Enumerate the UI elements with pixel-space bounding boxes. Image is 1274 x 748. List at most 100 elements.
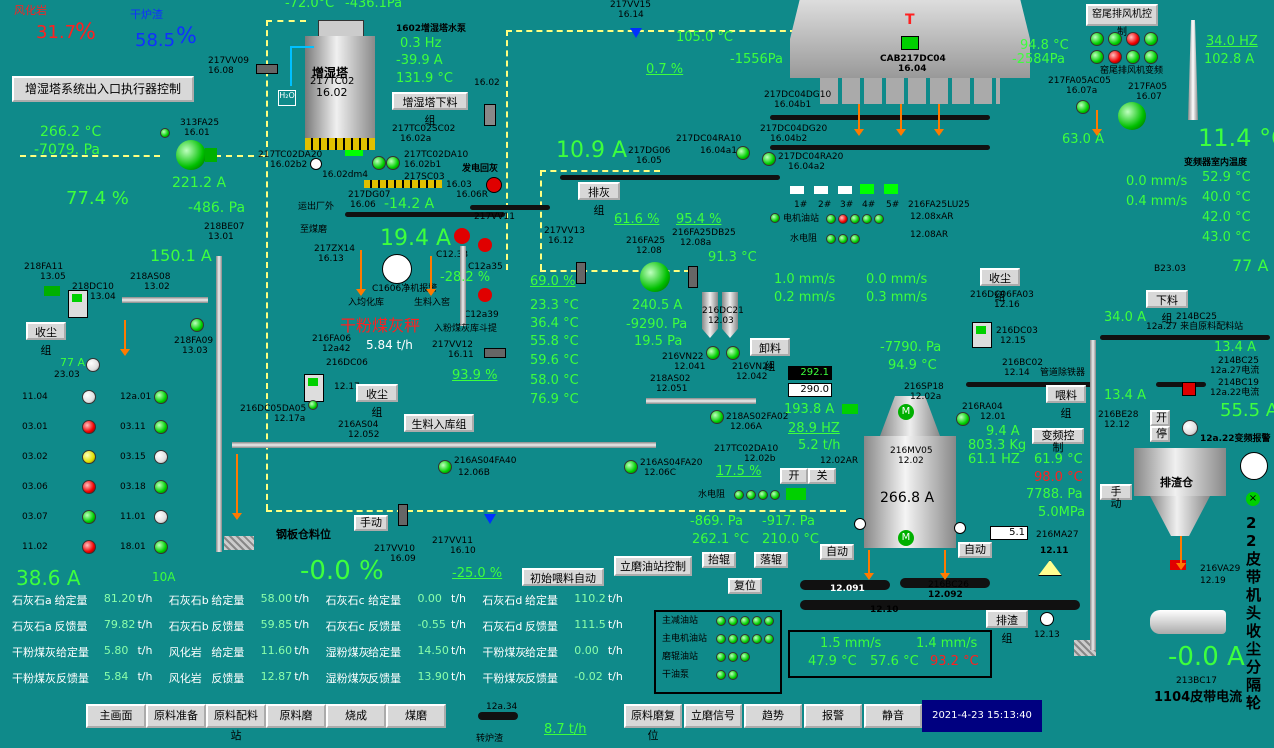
- separator-wheel-icon[interactable]: ×: [1246, 492, 1260, 506]
- nav-burning[interactable]: 烧成: [326, 704, 386, 728]
- mill-main-motor-icon[interactable]: M: [898, 530, 914, 546]
- feed-cell[interactable]: 5.84: [103, 670, 129, 683]
- nav-coal-mill[interactable]: 煤磨: [386, 704, 446, 728]
- be07: 218BE07: [204, 222, 245, 232]
- tc-da10-valve[interactable]: [372, 156, 386, 170]
- damper-icon[interactable]: [484, 104, 496, 126]
- fly-ash-motor-icon[interactable]: [486, 177, 502, 193]
- ac05-valve[interactable]: [1076, 100, 1090, 114]
- nav-alarm[interactable]: 报警: [804, 704, 862, 728]
- mill-auto-left-button[interactable]: 自动: [820, 544, 854, 560]
- c12a39-fan-icon[interactable]: [478, 288, 492, 302]
- down-group-button[interactable]: 下料组: [1146, 290, 1188, 325]
- dc06-fa03-num: 12.16: [994, 300, 1020, 310]
- as02fa-lamp[interactable]: [710, 410, 724, 424]
- feed-cell[interactable]: 79.82: [103, 618, 136, 631]
- nav-mill-signal[interactable]: 立磨信号: [684, 704, 742, 728]
- nav-main[interactable]: 主画面: [86, 704, 146, 728]
- feed-cell[interactable]: 110.2: [574, 592, 606, 605]
- collect-group-button-right[interactable]: 收尘组: [980, 268, 1020, 303]
- mill-setpoint-1[interactable]: 292.1: [788, 366, 832, 380]
- fa11-fan-icon[interactable]: [44, 286, 60, 296]
- nav-raw-prep[interactable]: 原料准备: [146, 704, 206, 728]
- vfd-control-button[interactable]: 变频控制: [1032, 428, 1084, 454]
- feed-group-button[interactable]: 喂料组: [1046, 385, 1086, 420]
- fa09-fan-icon[interactable]: [190, 318, 204, 332]
- feed-cell[interactable]: 12.87: [260, 670, 293, 683]
- as04fa20-lamp[interactable]: [624, 460, 638, 474]
- rs-stop-button[interactable]: 停: [1150, 426, 1170, 442]
- vv12-icon[interactable]: [484, 348, 506, 358]
- tower-feed-group-button[interactable]: 增湿塔下料组: [392, 92, 468, 127]
- nav-trend[interactable]: 趋势: [744, 704, 802, 728]
- rs-open-button[interactable]: 开: [1150, 410, 1170, 426]
- feed-cell[interactable]: 59.85: [260, 618, 293, 631]
- kiln-fan-control-button[interactable]: 窑尾排风机控制: [1086, 4, 1158, 38]
- vv10-icon[interactable]: [398, 504, 408, 526]
- da20-valve-icon[interactable]: [310, 158, 322, 170]
- ma27-box[interactable]: 5.1: [990, 526, 1028, 540]
- da05-valve[interactable]: [308, 400, 318, 410]
- left-fan-icon[interactable]: [176, 140, 206, 170]
- mill-auto-right-button[interactable]: 自动: [958, 542, 992, 558]
- vv-mid-valve[interactable]: [576, 262, 586, 284]
- ra20-valve[interactable]: [762, 152, 776, 166]
- mill-reset-button[interactable]: 复位: [728, 578, 762, 594]
- actuator-control-button[interactable]: 增湿塔系统出入口执行器控制: [12, 76, 194, 102]
- feed-cell[interactable]: 5.80: [103, 644, 129, 657]
- feed-cell[interactable]: 111.5: [574, 618, 606, 631]
- bc19-stop-icon[interactable]: [1182, 382, 1196, 396]
- feed-cell[interactable]: 13.90: [417, 670, 449, 683]
- nav-raw-mill[interactable]: 原料磨: [266, 704, 326, 728]
- left-manual-button[interactable]: 手动: [354, 515, 388, 531]
- c12a35-fan-icon[interactable]: [478, 238, 492, 252]
- env-t4: 43.0 °C: [1202, 230, 1251, 245]
- nav-raw-batching[interactable]: 原料配料站: [206, 704, 266, 742]
- nav-mill-reset[interactable]: 原料磨复位: [624, 704, 682, 742]
- mill-open-button[interactable]: 开: [780, 468, 808, 484]
- mid-fan-icon[interactable]: [640, 262, 670, 292]
- init-feed-auto-button[interactable]: 初始喂料自动: [522, 568, 604, 586]
- feed-cell[interactable]: 0.00: [417, 592, 442, 605]
- feed-cell[interactable]: 81.20: [103, 592, 136, 605]
- nav-mute[interactable]: 静音: [864, 704, 922, 728]
- raw-storage-group-button[interactable]: 生料入库组: [404, 414, 474, 432]
- vv15-icon[interactable]: [630, 28, 642, 38]
- lift-roller-button[interactable]: 抬辊: [702, 552, 736, 568]
- as04fa: 216AS04FA40: [454, 456, 517, 466]
- drop-roller-button[interactable]: 落辊: [754, 552, 788, 568]
- db25-valve[interactable]: [688, 266, 698, 288]
- ra10-num: 16.04a1: [700, 146, 738, 156]
- ra04-lamp[interactable]: [956, 412, 970, 426]
- mill-close-button[interactable]: 关: [808, 468, 836, 484]
- vv11-icon[interactable]: [484, 514, 496, 524]
- collect-group-button-left[interactable]: 收尘组: [26, 322, 66, 357]
- mill-damper-right[interactable]: [954, 522, 966, 534]
- ra10-valve[interactable]: [736, 146, 750, 160]
- feed-cell[interactable]: 58.00: [260, 592, 293, 605]
- n13-valve[interactable]: [1040, 612, 1054, 626]
- mill-damper-left[interactable]: [854, 518, 866, 530]
- rs-manual-button[interactable]: 手动: [1100, 484, 1132, 510]
- tc-da10-valve-b[interactable]: [386, 156, 400, 170]
- reject-group-button[interactable]: 排渣组: [986, 610, 1028, 645]
- as04fa-lamp[interactable]: [438, 460, 452, 474]
- lub-station-label: 电机油站: [783, 214, 820, 224]
- feed-cell[interactable]: -0.02: [574, 670, 603, 683]
- vn24-valve[interactable]: [726, 346, 740, 360]
- feed-cell[interactable]: -0.55: [417, 618, 446, 631]
- collect-group-button-mid[interactable]: 收尘组: [356, 384, 398, 419]
- feed-cell[interactable]: 0.00: [574, 644, 599, 657]
- feed-cell[interactable]: 14.50: [417, 644, 449, 657]
- ra04-num: 12.01: [980, 412, 1006, 422]
- mill-oil-control-button[interactable]: 立磨油站控制: [614, 556, 692, 576]
- mill-setpoint-2[interactable]: 290.0: [788, 383, 832, 397]
- feed-cell[interactable]: 11.60: [260, 644, 293, 657]
- fa05-fan-icon[interactable]: [1118, 102, 1146, 130]
- ma27-icon[interactable]: [1038, 560, 1062, 576]
- mill-sep-motor-icon[interactable]: M: [898, 404, 914, 420]
- vn22-valve[interactable]: [706, 346, 720, 360]
- discharge-group-button[interactable]: 排灰组: [578, 182, 620, 217]
- valve-vv09-icon[interactable]: [256, 64, 278, 74]
- unload-group-button[interactable]: 卸料组: [750, 338, 790, 373]
